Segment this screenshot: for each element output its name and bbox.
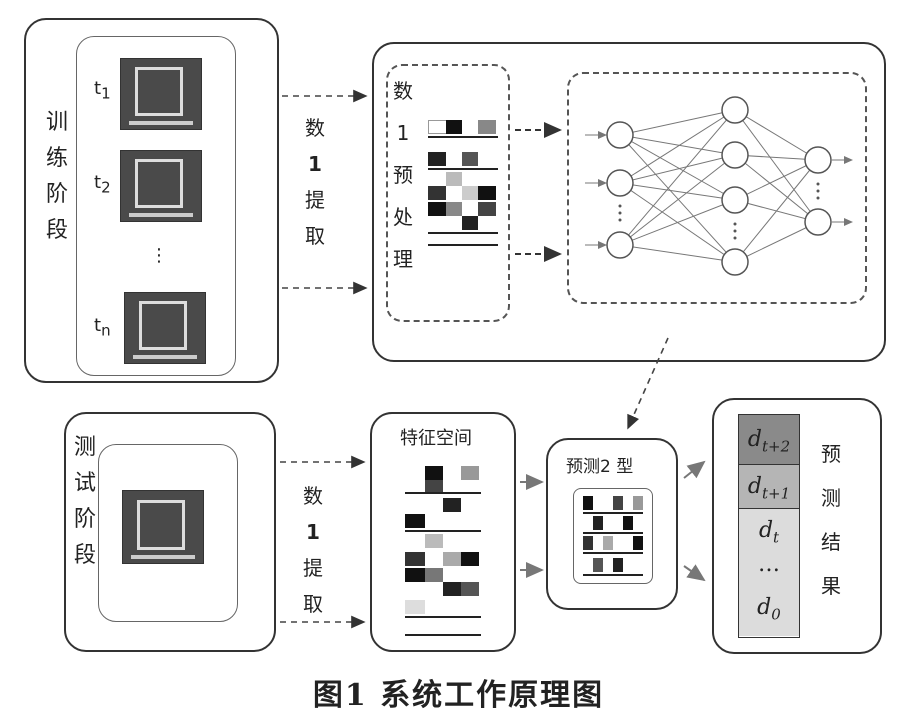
result-d0: d0 — [739, 583, 799, 636]
result-ellipsis: … — [739, 553, 799, 583]
neural-network-ellipses — [618, 182, 820, 240]
frame-image-t2 — [120, 150, 202, 222]
result-dt: dt — [739, 509, 799, 553]
result-dt2: dt+2 — [739, 415, 799, 465]
training-stage-label: 训练 阶段 — [45, 110, 68, 243]
neural-network-nodes — [606, 96, 832, 276]
feature-space-panel — [370, 412, 516, 652]
neural-network-panel — [567, 72, 867, 304]
frame-ellipsis: ⋮ — [150, 245, 168, 266]
arrow-model-result-down — [683, 564, 706, 582]
frame-label-t1: t1 — [94, 78, 111, 103]
frame-label-t2: t2 — [94, 172, 111, 197]
training-model-panel — [372, 42, 886, 362]
testing-stage-label: 测试 阶段 — [73, 435, 96, 568]
prediction-model-label: 预测2 型 — [566, 457, 634, 477]
results-column: dt+2 dt+1 dt … d0 — [738, 414, 800, 638]
neural-network — [585, 109, 853, 263]
figure-caption: 图1 系统工作原理图 — [312, 678, 605, 713]
frame-image-tn — [124, 292, 206, 364]
feature-space-label: 特征空间 — [400, 428, 472, 449]
testing-feature-matrix — [405, 462, 481, 642]
arrow-model-result-up — [683, 460, 706, 479]
result-dt1: dt+1 — [739, 465, 799, 509]
training-feature-matrix — [428, 116, 498, 246]
preprocess-panel — [386, 64, 510, 322]
testing-frame-image — [122, 490, 204, 564]
arrow-network-to-model — [627, 337, 669, 430]
frame-image-t1 — [120, 58, 202, 130]
results-label: 预测 结果 — [821, 442, 841, 598]
prediction-model-matrix — [583, 496, 643, 576]
frame-label-tn: tn — [94, 315, 111, 340]
